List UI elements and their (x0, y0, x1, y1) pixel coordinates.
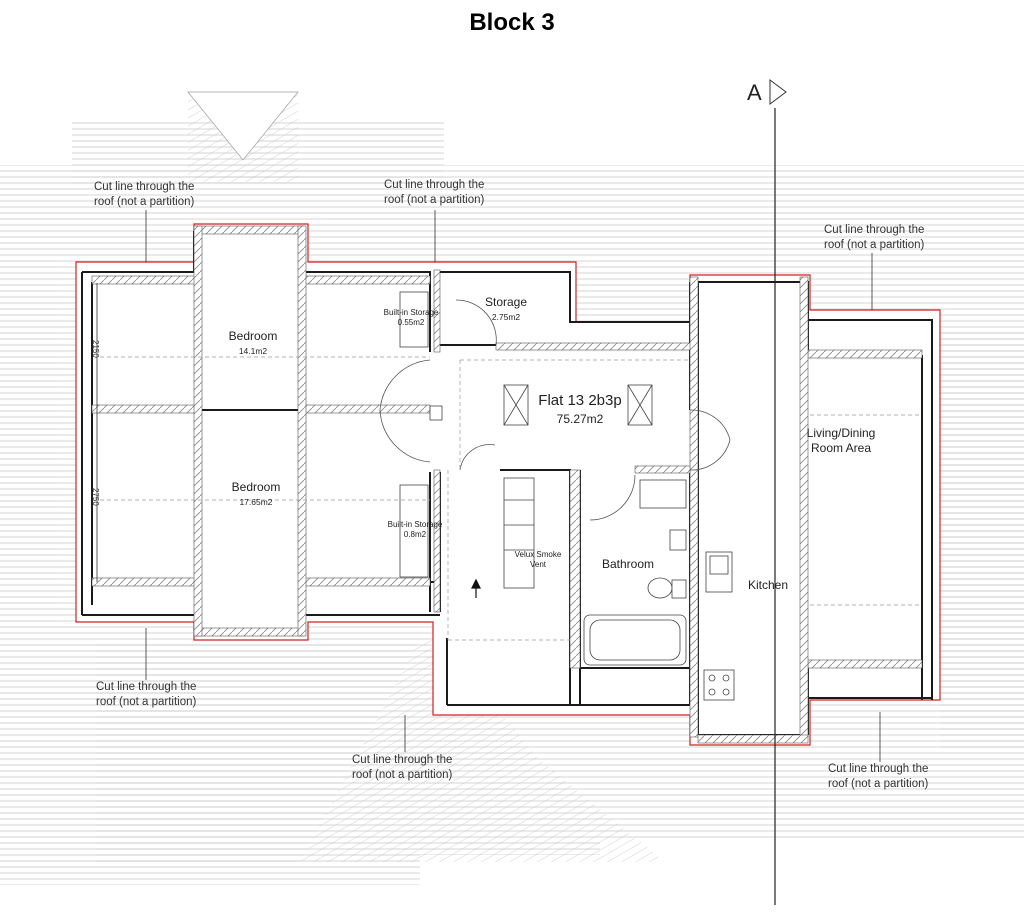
living-line-2: Room Area (810, 441, 872, 455)
dashed-lines (100, 356, 920, 641)
living-line-1: Living/Dining (806, 426, 876, 440)
cut-line-note-top-center: Cut line through the roof (not a partiti… (384, 178, 484, 208)
bedroom-2-label: Bedroom 17.65m2 (203, 480, 309, 510)
built-in-storage-1-area: 0.55m2 (397, 318, 425, 327)
storage-area: 2.75m2 (491, 312, 521, 322)
built-in-storage-2-label: Built-in Storage 0.8m2 (384, 520, 446, 540)
fixtures (399, 291, 735, 701)
note-line-2: roof (not a partition) (352, 769, 453, 781)
cut-line-note-top-left: Cut line through the roof (not a partiti… (94, 180, 194, 210)
storage-label: Storage 2.75m2 (476, 295, 536, 325)
built-in-storage-1-name: Built-in Storage (383, 308, 439, 317)
stair-arrow (471, 578, 481, 598)
velux-line-2: Vent (529, 560, 546, 569)
note-line-1: Cut line through the (824, 224, 925, 236)
note-line-2: roof (not a partition) (824, 239, 925, 251)
leader-lines (145, 210, 881, 762)
flat-area: 75.27m2 (556, 412, 604, 426)
cut-line-note-bottom-left: Cut line through the roof (not a partiti… (96, 680, 196, 710)
note-line-2: roof (not a partition) (828, 778, 929, 790)
bedroom-1-label: Bedroom 14.1m2 (200, 329, 306, 359)
note-line-2: roof (not a partition) (96, 696, 197, 708)
bedroom-1-area: 14.1m2 (238, 346, 268, 356)
wall-bands (91, 225, 923, 744)
velux-line-1: Velux Smoke (514, 550, 562, 559)
note-line-1: Cut line through the (94, 181, 195, 193)
built-in-storage-1-label: Built-in Storage 0.55m2 (380, 308, 442, 328)
note-line-1: Cut line through the (828, 763, 929, 775)
note-line-1: Cut line through the (96, 681, 197, 693)
note-line-1: Cut line through the (352, 754, 453, 766)
note-line-2: roof (not a partition) (94, 196, 195, 208)
velux-vent-label: Velux Smoke Vent (508, 550, 568, 570)
bedroom-2-name: Bedroom (231, 480, 281, 494)
bedroom-2-area: 17.65m2 (239, 497, 273, 507)
note-line-2: roof (not a partition) (384, 194, 485, 206)
cut-line-note-bottom-right: Cut line through the roof (not a partiti… (828, 762, 928, 792)
section-line (769, 79, 787, 905)
built-in-storage-2-area: 0.8m2 (403, 530, 427, 539)
storage-name: Storage (484, 295, 528, 309)
flat-label: Flat 13 2b3p 75.27m2 (515, 391, 645, 429)
flat-name: Flat 13 2b3p (538, 392, 622, 409)
living-dining-label: Living/Dining Room Area (800, 426, 882, 456)
bathroom-label: Bathroom (601, 557, 655, 571)
cut-line-note-top-right: Cut line through the roof (not a partiti… (824, 223, 924, 253)
drawing-title: Block 3 (469, 9, 555, 36)
cut-line-note-bottom-center: Cut line through the roof (not a partiti… (352, 753, 452, 783)
dimension-2750: 2750 (91, 488, 100, 506)
door-swings (379, 299, 731, 521)
bedroom-1-name: Bedroom (228, 329, 278, 343)
note-line-1: Cut line through the (384, 179, 485, 191)
section-marker: A (747, 80, 762, 105)
built-in-storage-2-name: Built-in Storage (387, 520, 443, 529)
kitchen-label: Kitchen (747, 578, 789, 592)
dimension-2150: 2150 (91, 340, 100, 358)
